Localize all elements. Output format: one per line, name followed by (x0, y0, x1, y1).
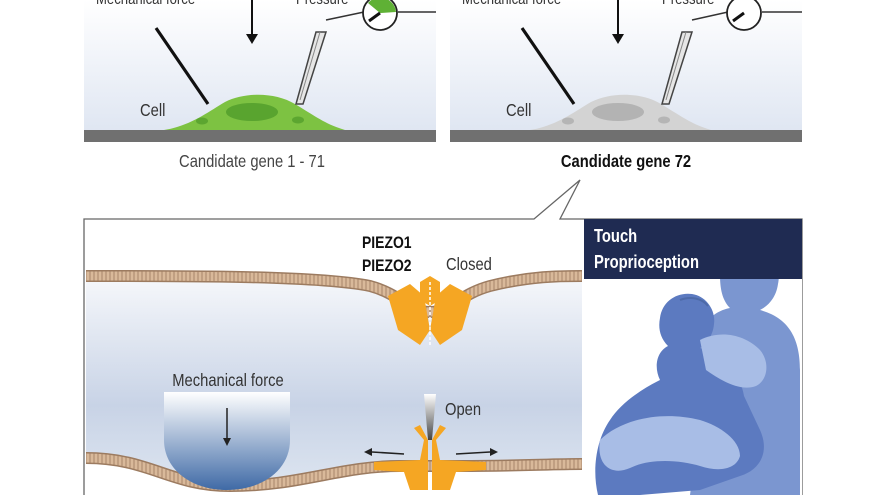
organelle (658, 116, 670, 124)
channel-blade-left (388, 284, 430, 345)
gauge-fill (732, 0, 760, 13)
pressure-label-right: Pressure (662, 0, 714, 8)
force-probe (154, 27, 210, 105)
piezo-channel-open (374, 425, 486, 490)
force-arrow-head (612, 34, 624, 44)
mechanical-force-label: Mechanical force (172, 371, 283, 391)
child-hair-line (679, 297, 709, 307)
closed-label: Closed (446, 255, 492, 275)
channel-cap (420, 276, 440, 306)
open-label: Open (445, 400, 481, 420)
organelle (196, 117, 208, 125)
pipette-inner (299, 31, 321, 101)
hugging-arm (700, 334, 767, 388)
gene-name-piezo1: PIEZO1 (362, 234, 412, 253)
piezo-channel-closed (388, 276, 472, 345)
force-label-left: Mechanical force (96, 0, 195, 8)
organelle (562, 117, 574, 125)
pipette (295, 31, 328, 105)
channel-blade-right (430, 284, 472, 345)
sense-title-touch: Touch (594, 226, 638, 246)
hugging-arm (599, 416, 740, 471)
cell-label-left: Cell (140, 101, 165, 121)
experiment-right (450, 0, 802, 142)
stretch-arrow-left-head (364, 448, 372, 456)
gauge-needle (732, 11, 745, 23)
gauge-needle (368, 11, 381, 23)
gauge-fill (368, 0, 396, 13)
gene-name-piezo2: PIEZO2 (362, 257, 412, 276)
hug-illustration (595, 247, 800, 495)
dish-plate (450, 130, 802, 142)
pressure-label-left: Pressure (296, 0, 348, 8)
pipette-inner (665, 31, 687, 101)
channel-blade-left (374, 425, 428, 490)
caption-right: Candidate gene 72 (561, 152, 691, 172)
channel-panel (85, 220, 583, 495)
cell-label-right: Cell (506, 101, 531, 121)
ion-flow (424, 394, 436, 440)
cell-nucleus (592, 103, 644, 121)
stretch-arrow-left (371, 451, 405, 455)
pipette-tube (325, 11, 365, 21)
sense-title-proprioception: Proprioception (594, 252, 699, 272)
sense-title-box: Touch Proprioception (584, 219, 802, 279)
experiment-left (84, 0, 436, 142)
force-arrow-head (246, 34, 258, 44)
cell-nucleus (226, 103, 278, 121)
pipette (661, 31, 694, 105)
membrane-lower-texture (85, 453, 583, 491)
organelle (292, 116, 304, 124)
channel-blade-right (432, 425, 486, 490)
pipette-tube (691, 11, 729, 21)
stretch-arrow-right (455, 451, 491, 455)
dish-plate (84, 130, 436, 142)
force-label-right: Mechanical force (462, 0, 561, 8)
cell-interior (86, 282, 582, 488)
stretch-arrow-right-head (490, 448, 498, 456)
caption-left: Candidate gene 1 - 71 (179, 152, 325, 172)
indenter-arrow-head (223, 438, 231, 446)
force-probe (520, 27, 576, 105)
